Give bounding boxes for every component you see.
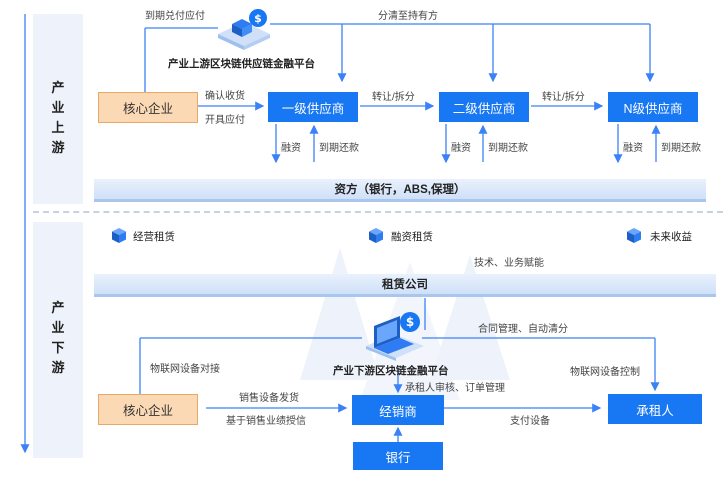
top-right-label: 分清至持有方 [378,11,438,22]
laptop-coin-icon: $ [366,312,424,361]
feature-operating-lease: 经营租赁 [133,231,175,243]
feature-finance-lease: 融资租赁 [391,231,433,243]
top-left-label: 到期兑付应付 [145,11,205,22]
core-enterprise-upstream: 核心企业 [98,92,198,123]
upstream-platform-title: 产业上游区块链供应链金融平台 [168,58,315,70]
core-enterprise-downstream: 核心企业 [98,394,198,425]
contract-label: 合同管理、自动清分 [478,324,568,335]
ship-label: 销售设备发货 [239,393,299,404]
cube-icon [112,228,126,243]
section-divider [33,211,723,213]
supplier-tier1: 一级供应商 [268,92,358,122]
blockchain-platform-icon: $ [218,9,270,50]
bank-box: 银行 [353,442,443,470]
leasing-company-bar: 租赁公司 [94,274,716,297]
repay-label-1: 到期还款 [319,143,359,154]
funding-bar: 资方（银行，ABS,保理） [94,179,706,202]
downstream-panel [33,222,83,458]
upstream-label: 产 业 上 游 [51,80,65,155]
supplier-tierN: N级供应商 [608,92,698,122]
svg-text:$: $ [254,12,262,25]
upstream-panel [33,14,83,204]
issue-payable-label: 开具应付 [205,115,245,126]
transfer-label-1: 转让/拆分 [372,92,415,103]
repay-label-3: 到期还款 [661,143,701,154]
transfer-label-2: 转让/拆分 [542,92,585,103]
lessee-box: 承租人 [608,394,702,424]
supplier-tier2: 二级供应商 [439,92,529,122]
finance-label-2: 融资 [451,143,471,154]
credit-label: 基于销售业绩授信 [226,416,306,427]
feature-future-income: 未来收益 [650,231,692,243]
repay-label-2: 到期还款 [488,143,528,154]
finance-label-3: 融资 [623,143,643,154]
cube-icon [627,228,641,243]
dealer-box: 经销商 [352,395,444,425]
cube-icon [369,228,383,243]
confirm-receipt-label: 确认收货 [205,91,245,102]
empower-label: 技术、业务赋能 [474,258,544,269]
pay-label: 支付设备 [510,416,550,427]
downstream-label: 产 业 下 游 [51,300,65,375]
finance-label-1: 融资 [281,143,301,154]
iot-connect-label: 物联网设备对接 [150,364,220,375]
svg-text:$: $ [406,315,414,329]
review-label: 承租人审核、订单管理 [405,383,505,394]
iot-control-label: 物联网设备控制 [570,367,640,378]
downstream-platform-title: 产业下游区块链金融平台 [333,365,449,377]
